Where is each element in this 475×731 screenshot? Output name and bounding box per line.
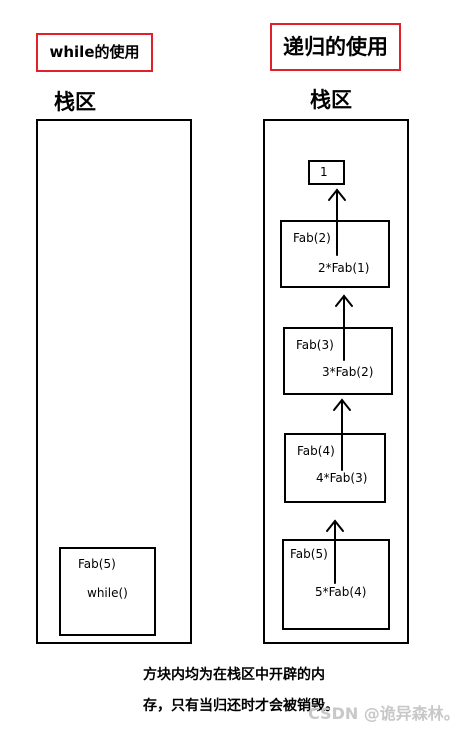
frame-name: Fab(2) bbox=[293, 231, 331, 245]
frame-expr: 3*Fab(2) bbox=[322, 365, 374, 379]
right-frame-fab4: Fab(4) 4*Fab(3) bbox=[284, 433, 386, 503]
right-stack-label: 栈区 bbox=[310, 88, 352, 112]
caption-line-1: 方块内均为在栈区中开辟的内 bbox=[143, 667, 325, 683]
recursion-usage-title-box: 递归的使用 bbox=[270, 23, 401, 71]
frame-name: Fab(4) bbox=[297, 444, 335, 458]
frame-expr: 5*Fab(4) bbox=[315, 585, 367, 599]
recursion-usage-title: 递归的使用 bbox=[283, 35, 388, 59]
base-case-value: 1 bbox=[320, 165, 328, 179]
left-frame-fab5: Fab(5) while() bbox=[59, 547, 156, 636]
arrow-fab3-to-fab2 bbox=[335, 294, 353, 361]
frame-name: Fab(5) bbox=[78, 557, 116, 571]
frame-expr: while() bbox=[87, 586, 128, 600]
frame-name: Fab(3) bbox=[296, 338, 334, 352]
caption-line-2: 存，只有当归还时才会被销毁。 bbox=[143, 698, 339, 714]
left-stack-area bbox=[36, 119, 192, 644]
csdn-watermark: CSDN @诡异森林。 bbox=[308, 704, 460, 723]
frame-name: Fab(5) bbox=[290, 547, 328, 561]
left-stack-label: 栈区 bbox=[54, 90, 96, 114]
right-frame-fab3: Fab(3) 3*Fab(2) bbox=[283, 327, 393, 395]
while-usage-title: while的使用 bbox=[49, 43, 140, 61]
arrow-fab4-to-fab3 bbox=[333, 398, 351, 471]
arrow-fab2-to-base bbox=[328, 188, 346, 256]
arrow-fab5-to-fab4 bbox=[326, 519, 344, 584]
while-usage-title-box: while的使用 bbox=[36, 33, 153, 72]
frame-expr: 4*Fab(3) bbox=[316, 471, 368, 485]
base-case-value-box: 1 bbox=[308, 160, 345, 185]
right-stack-area bbox=[263, 119, 409, 644]
right-frame-fab2: Fab(2) 2*Fab(1) bbox=[280, 220, 390, 288]
frame-expr: 2*Fab(1) bbox=[318, 261, 370, 275]
